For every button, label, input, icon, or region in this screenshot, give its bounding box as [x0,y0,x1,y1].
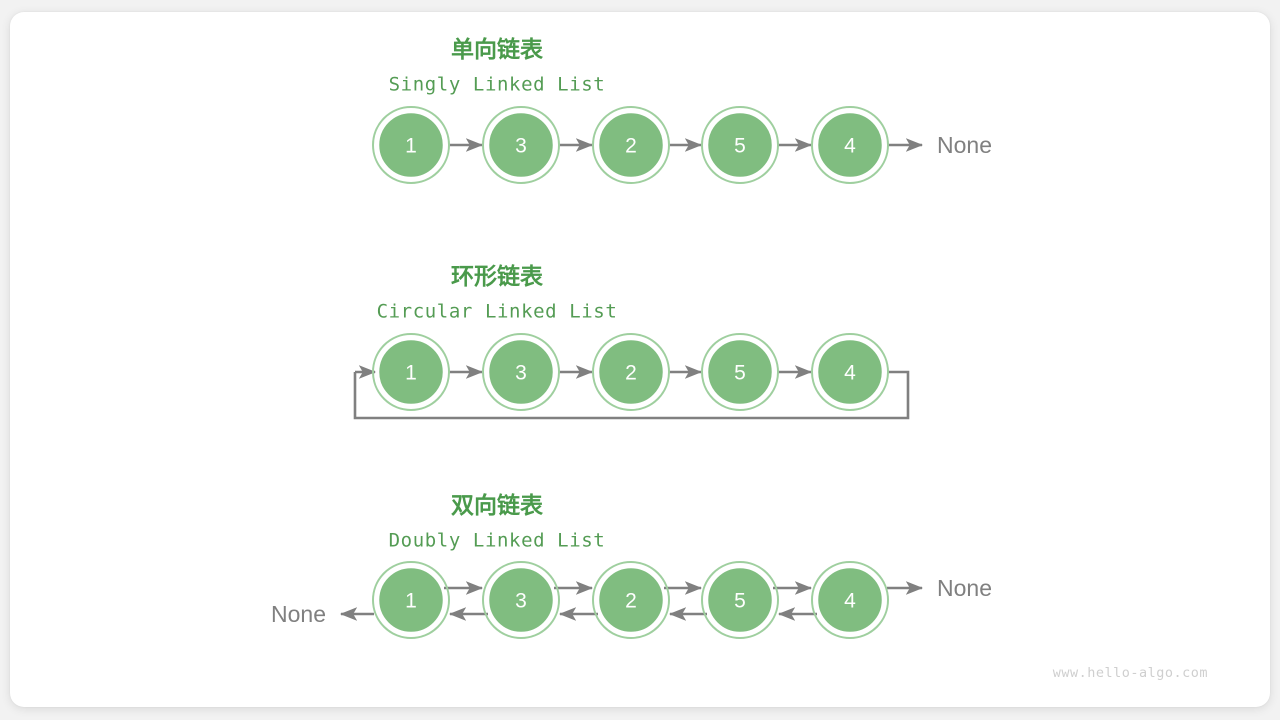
section-title-en-doubly: Doubly Linked List [389,530,606,552]
node-doubly-3[interactable] [705,565,775,635]
node-ring-doubly-3 [701,561,779,639]
node-value-singly-4: 4 [844,135,856,158]
node-circular-4[interactable] [815,337,885,407]
node-singly-1[interactable] [486,110,556,180]
node-value-singly-0: 1 [405,135,417,158]
node-value-doubly-1: 3 [515,590,527,613]
node-value-circular-0: 1 [405,362,417,385]
node-singly-4[interactable] [815,110,885,180]
node-ring-circular-3 [701,333,779,411]
node-circular-1[interactable] [486,337,556,407]
node-value-circular-4: 4 [844,362,856,385]
node-ring-singly-3 [701,106,779,184]
section-title-cn-doubly: 双向链表 [451,492,544,518]
node-value-circular-3: 5 [734,362,746,385]
node-doubly-0[interactable] [376,565,446,635]
node-ring-singly-2 [592,106,670,184]
tail-none-label-doubly: None [937,575,992,601]
node-ring-singly-1 [482,106,560,184]
node-ring-circular-2 [592,333,670,411]
tail-none-label-singly: None [937,132,992,158]
watermark: www.hello-algo.com [1053,665,1208,681]
node-ring-doubly-1 [482,561,560,639]
section-title-en-circular: Circular Linked List [377,301,618,323]
head-none-label-doubly: None [271,601,326,627]
node-ring-doubly-0 [372,561,450,639]
node-circular-3[interactable] [705,337,775,407]
section-title-cn-singly: 单向链表 [451,36,544,62]
section-title-en-singly: Singly Linked List [389,74,606,96]
node-ring-circular-1 [482,333,560,411]
node-ring-doubly-4 [811,561,889,639]
node-circular-2[interactable] [596,337,666,407]
node-singly-2[interactable] [596,110,666,180]
node-value-doubly-3: 5 [734,590,746,613]
node-doubly-4[interactable] [815,565,885,635]
node-singly-0[interactable] [376,110,446,180]
node-value-singly-2: 2 [625,135,637,158]
node-circular-0[interactable] [376,337,446,407]
node-value-doubly-0: 1 [405,590,417,613]
node-ring-doubly-2 [592,561,670,639]
node-value-circular-2: 2 [625,362,637,385]
node-value-singly-3: 5 [734,135,746,158]
node-ring-singly-4 [811,106,889,184]
node-value-singly-1: 3 [515,135,527,158]
node-doubly-2[interactable] [596,565,666,635]
node-singly-3[interactable] [705,110,775,180]
node-doubly-1[interactable] [486,565,556,635]
node-ring-singly-0 [372,106,450,184]
section-title-cn-circular: 环形链表 [451,263,544,289]
loop-back-path-circular [353,370,910,420]
node-ring-circular-0 [372,333,450,411]
node-ring-circular-4 [811,333,889,411]
node-value-doubly-2: 2 [625,590,637,613]
node-value-doubly-4: 4 [844,590,856,613]
node-value-circular-1: 3 [515,362,527,385]
